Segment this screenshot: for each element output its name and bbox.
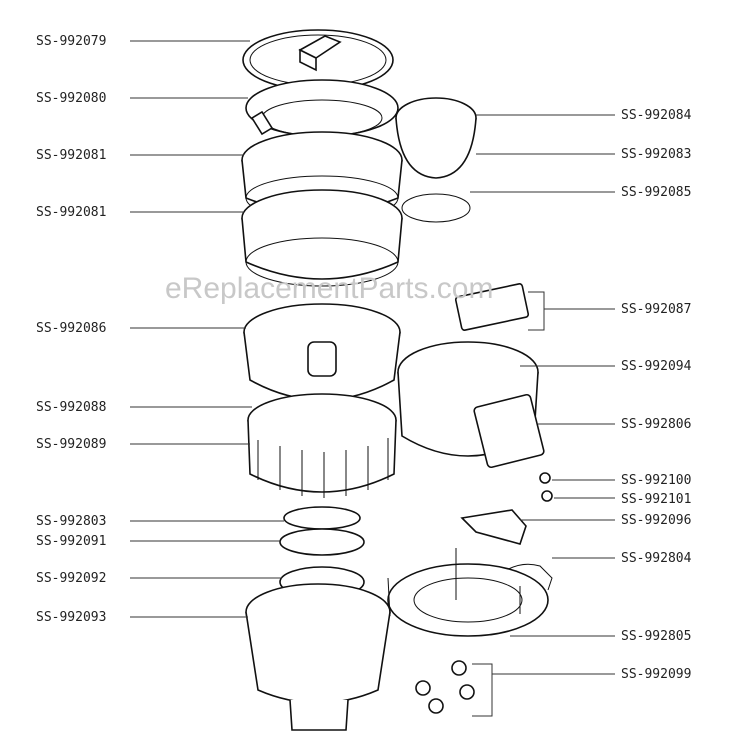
part-label: SS-992084 xyxy=(621,108,692,123)
part-label: SS-992088 xyxy=(36,400,106,415)
control-board-drawing xyxy=(454,283,530,331)
part-label: SS-992096 xyxy=(621,513,691,528)
base-housing-drawing xyxy=(397,341,545,469)
part-label: SS-992079 xyxy=(36,34,106,49)
part-label: SS-992087 xyxy=(621,302,691,317)
drip-tray-drawing xyxy=(243,303,401,401)
steamer-drawing xyxy=(241,29,553,731)
part-label: SS-992093 xyxy=(36,610,106,625)
part-label: SS-992091 xyxy=(36,534,106,549)
part-label: SS-992080 xyxy=(36,91,106,106)
lid-drawing xyxy=(242,29,394,91)
left-labels: SS-992079 SS-992080 SS-992081 SS-992081 … xyxy=(36,34,106,625)
terminal-b-drawing xyxy=(541,490,553,502)
part-label: SS-992805 xyxy=(621,629,691,644)
water-tank-drawing xyxy=(245,583,391,731)
part-label: SS-992803 xyxy=(36,514,106,529)
part-label: SS-992804 xyxy=(621,551,692,566)
base-plate-drawing xyxy=(387,548,549,637)
part-label: SS-992089 xyxy=(36,437,106,452)
part-label: SS-992083 xyxy=(621,147,691,162)
part-label: SS-992101 xyxy=(621,492,691,507)
seal-ring-drawing xyxy=(279,528,365,556)
top-basket-drawing xyxy=(245,79,399,137)
steam-bowl-lower-drawing xyxy=(241,189,403,287)
heater-ring-drawing xyxy=(247,393,397,498)
rice-bowl-drawing xyxy=(395,97,477,223)
watermark-text: eReplacementParts.com xyxy=(165,272,493,305)
part-label: SS-992806 xyxy=(621,417,691,432)
left-leaders xyxy=(130,40,284,618)
switch-drawing xyxy=(460,509,527,545)
right-labels: SS-992084 SS-992083 SS-992085 SS-992087 … xyxy=(621,108,692,682)
part-label: SS-992081 xyxy=(36,148,106,163)
part-label: SS-992099 xyxy=(621,667,691,682)
terminal-a-drawing xyxy=(539,472,551,484)
part-label: SS-992081 xyxy=(36,205,106,220)
part-label: SS-992094 xyxy=(621,359,692,374)
feet-drawing xyxy=(415,660,475,714)
right-leaders xyxy=(470,114,615,717)
part-label: SS-992100 xyxy=(621,473,691,488)
gasket-drawing xyxy=(283,506,361,530)
part-label: SS-992086 xyxy=(36,321,106,336)
part-label: SS-992085 xyxy=(621,185,691,200)
part-label: SS-992092 xyxy=(36,571,106,586)
